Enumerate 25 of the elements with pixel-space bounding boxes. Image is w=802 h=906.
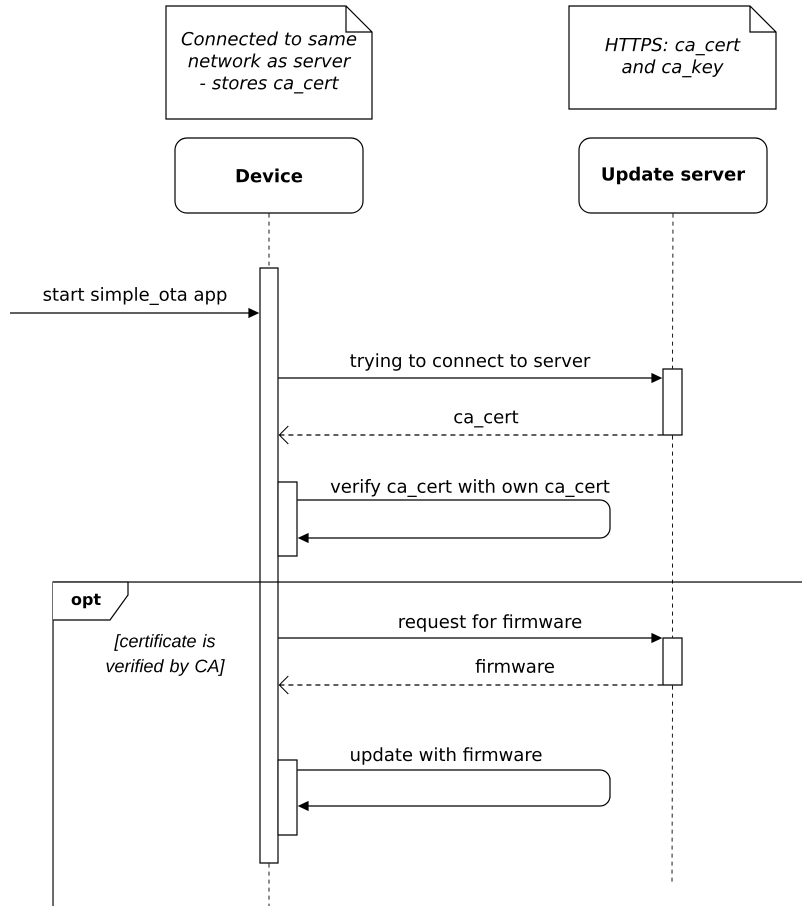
self-message-arrow — [298, 769, 611, 812]
participant-box: Update server — [578, 137, 768, 214]
lifeline — [672, 213, 674, 369]
activation-bar — [277, 759, 298, 836]
fragment-tab: opt — [52, 581, 129, 621]
return-arrow — [278, 676, 662, 694]
message-label: update with firmware — [348, 746, 544, 766]
note: Connected to same network as server - stores ca_cert — [165, 5, 373, 120]
activation-bar — [662, 637, 683, 686]
lifeline — [268, 213, 270, 268]
message-label: ca_cert — [452, 410, 520, 428]
self-message-arrow — [298, 499, 611, 544]
message-label: firmware — [474, 658, 556, 674]
message-label: start simple_ota app — [42, 286, 228, 306]
message-label: trying to connect to server — [348, 352, 592, 372]
return-arrow — [278, 426, 662, 444]
guard-condition: [certificate is verified by CA] — [106, 634, 225, 676]
message-label: verify ca_cert with own ca_cert — [329, 478, 611, 498]
participant-box: Device — [174, 137, 364, 214]
note: HTTPS: ca_cert and ca_key — [568, 5, 777, 110]
lifeline — [672, 435, 673, 638]
lifeline — [268, 863, 270, 906]
activation-bar — [277, 481, 298, 557]
activation-bar — [662, 368, 683, 436]
message-label: request for firmware — [396, 613, 584, 633]
